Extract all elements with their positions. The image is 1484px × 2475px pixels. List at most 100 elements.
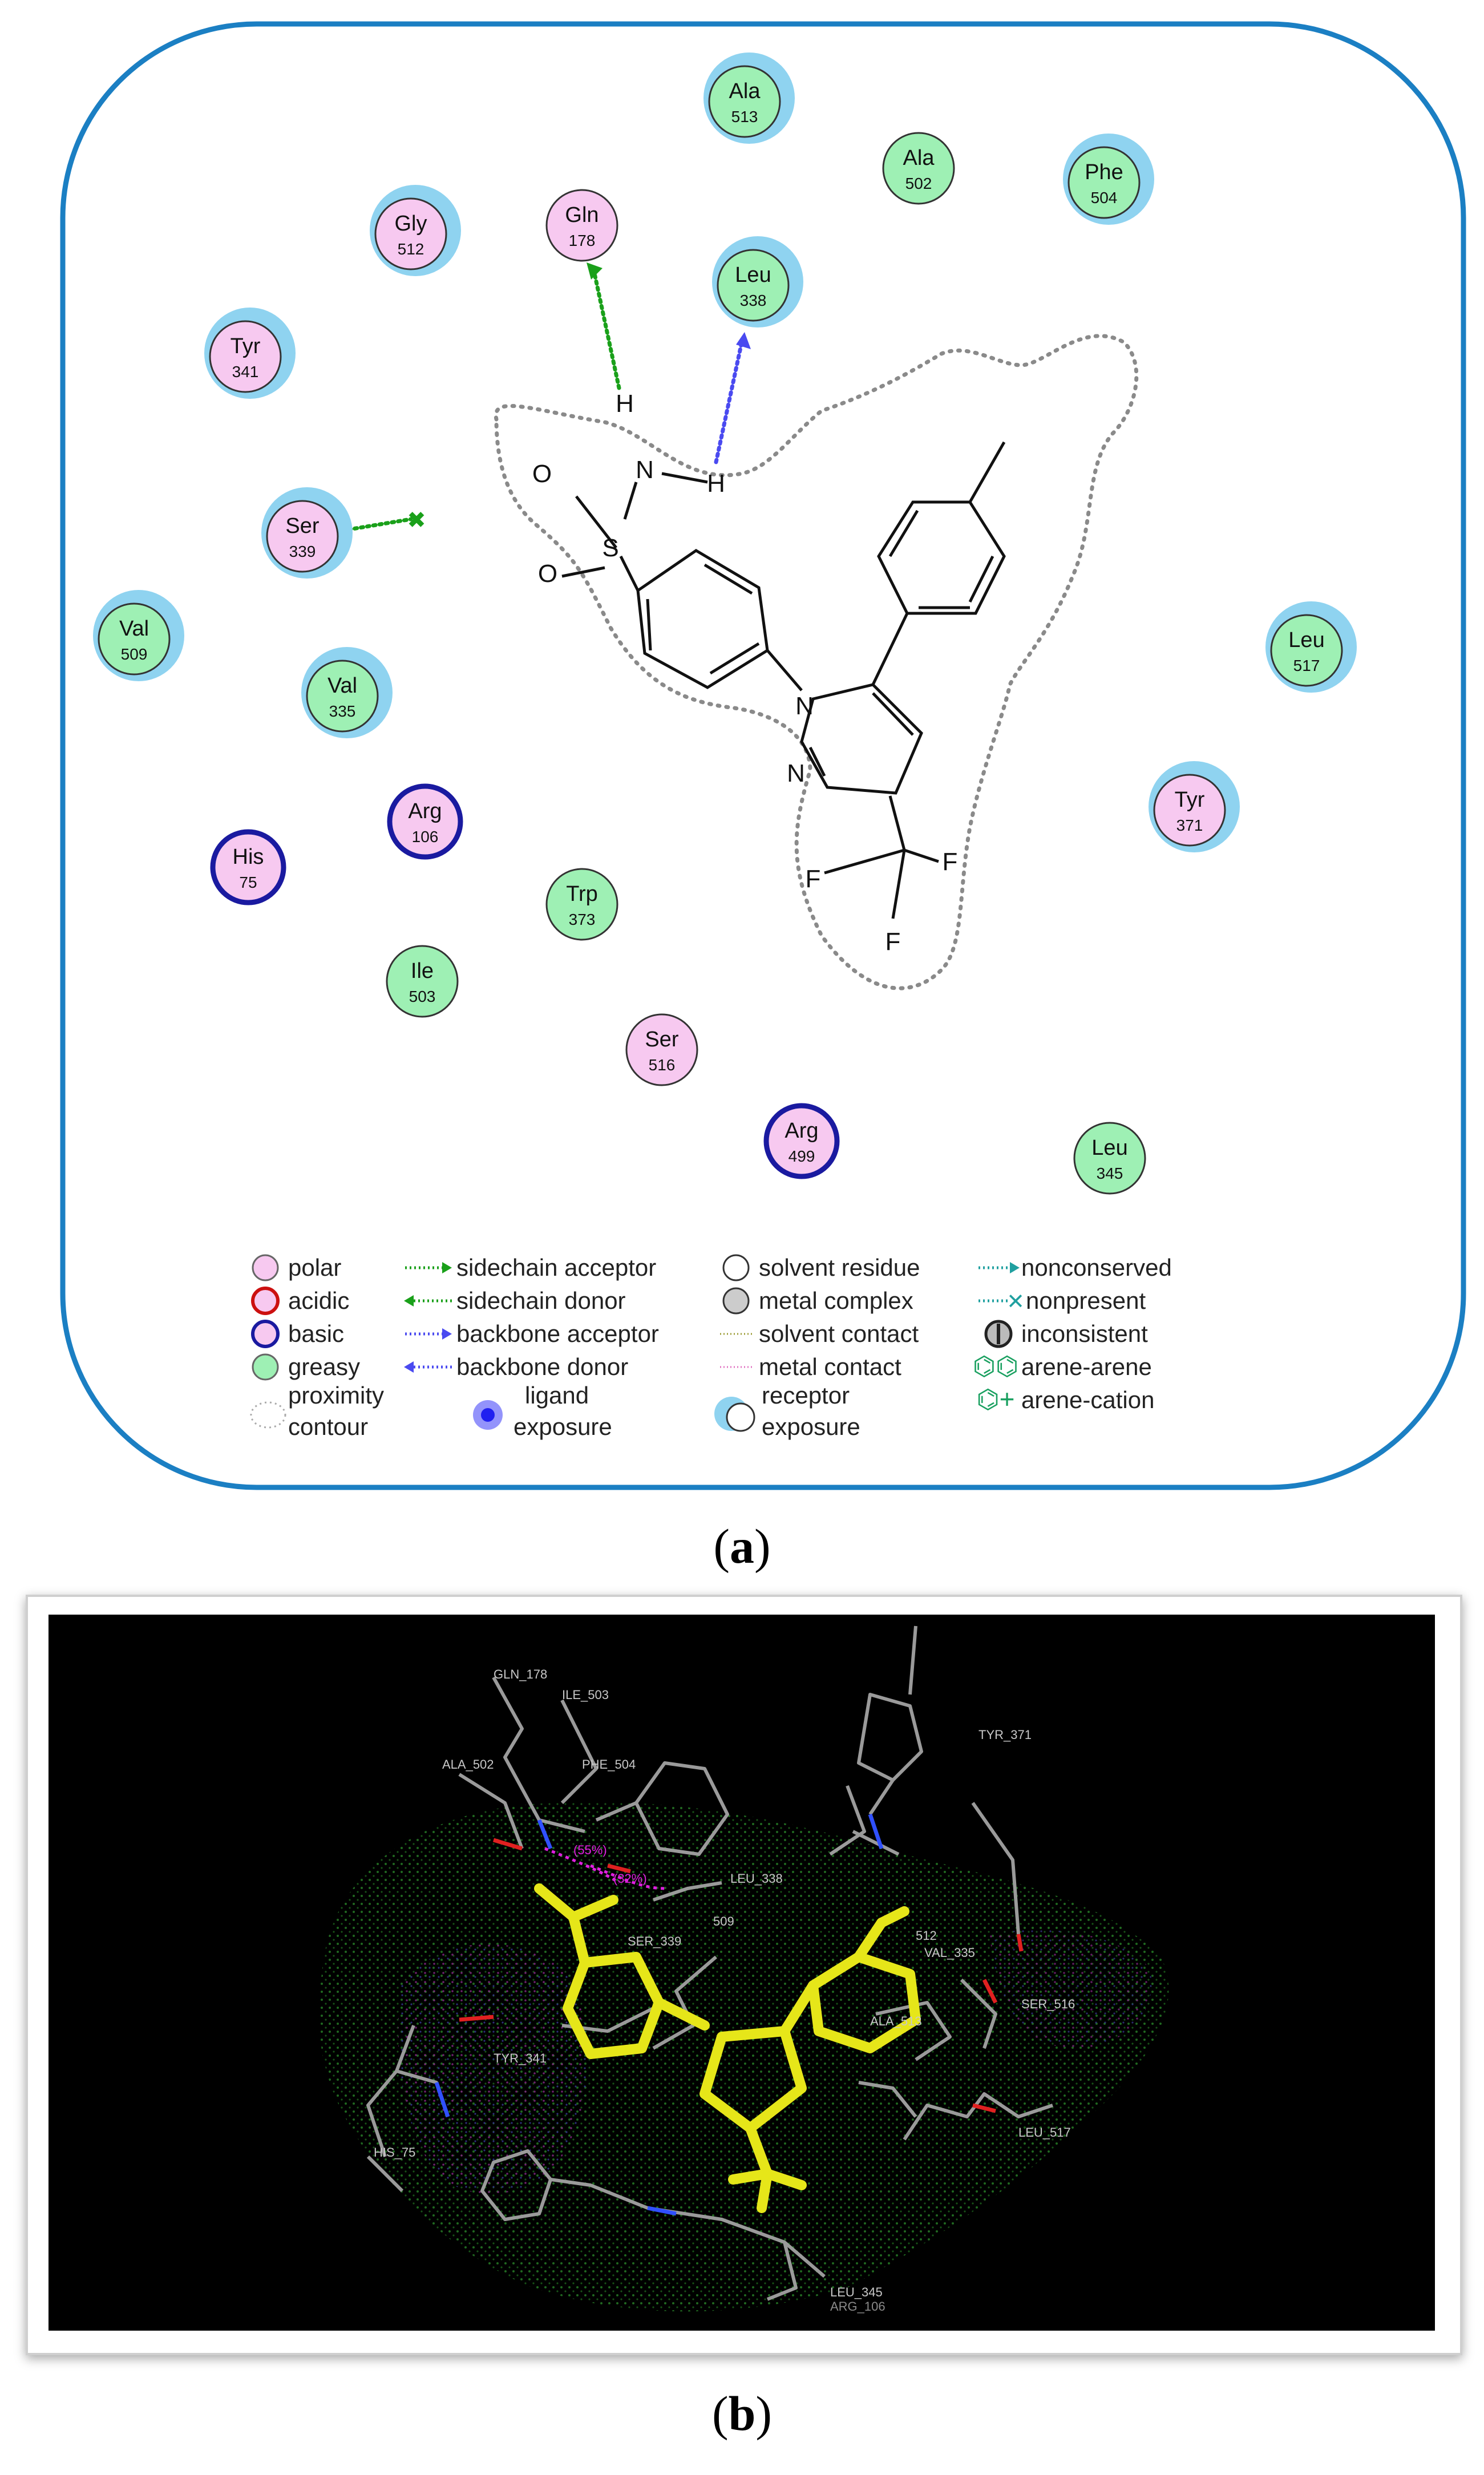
binding-surface-blue <box>990 1930 1152 2048</box>
residue-number: 513 <box>731 108 758 126</box>
residue-disc <box>708 65 781 138</box>
legend-greasy-icon <box>252 1353 279 1381</box>
legend-nonconserved-label: nonconserved <box>1021 1254 1172 1281</box>
label-leu345: LEU_345 <box>830 2285 883 2299</box>
residue-disc <box>266 500 339 573</box>
atom-n-amide: N <box>636 456 654 484</box>
legend-inconsistent-label: inconsistent <box>1021 1320 1148 1347</box>
legend-solvent-residue-icon <box>722 1254 750 1281</box>
residue-disc <box>1073 1122 1146 1195</box>
legend-receptor-exposure-label: exposure <box>762 1413 860 1440</box>
hetero-o2 <box>607 1863 631 1874</box>
residue-name: Phe <box>1085 160 1123 184</box>
residue-name: Arg <box>785 1119 818 1143</box>
residue-number: 371 <box>1176 816 1203 834</box>
legend-proximity-icon <box>250 1401 286 1429</box>
residue-name: Tyr <box>1175 788 1205 812</box>
residue-tyr-341: Tyr 341 <box>204 308 296 399</box>
label-arg106: ARG_106 <box>830 2299 885 2314</box>
label-ile503: ILE_503 <box>562 1688 609 1702</box>
nonpresent-mark-icon: ✖ <box>407 508 426 533</box>
arrowhead-gln178 <box>587 262 603 280</box>
residue-number: 509 <box>121 645 148 663</box>
label-his75: HIS_75 <box>374 2145 415 2159</box>
label-ser339: SER_339 <box>628 1934 681 1948</box>
legend-metal-complex-label: metal complex <box>759 1287 913 1314</box>
atom-s: S <box>602 534 618 562</box>
binding-surface <box>319 1802 1169 2312</box>
residue-number: 345 <box>1097 1164 1123 1182</box>
residue-number: 338 <box>740 292 767 309</box>
docking-view-3d: GLN_178 ILE_503 ALA_502 PHE_504 TYR_371 … <box>48 1615 1435 2331</box>
binding-surface-magenta <box>398 1944 588 2194</box>
residue-name: Arg <box>408 799 442 823</box>
hetero-n3 <box>868 1813 884 1850</box>
legend-bb-acceptor-arrow-icon <box>442 1328 452 1340</box>
residue-name: Ile <box>411 959 434 983</box>
diagram-frame <box>60 21 1466 1490</box>
arrowhead-leu338 <box>736 332 751 349</box>
atom-o2: O <box>538 560 557 588</box>
residue-disc <box>545 868 618 941</box>
legend-nonpresent-x-icon: ✕ <box>1006 1290 1025 1314</box>
legend-ligand-label: ligand <box>525 1382 589 1409</box>
residue-disc <box>386 945 459 1018</box>
residue-name: Trp <box>566 882 598 906</box>
legend: polar acidic basic greasy proximity cont… <box>250 1254 1172 1440</box>
residue-his-75: His 75 <box>210 829 286 905</box>
residue-name: Tyr <box>231 334 261 358</box>
residue-disc <box>1153 774 1226 847</box>
atom-h1: H <box>616 390 634 418</box>
residue-disc <box>763 1103 840 1179</box>
residue-disc <box>625 1013 698 1086</box>
label-tyr371: TYR_371 <box>978 1728 1032 1742</box>
legend-metal-contact-label: metal contact <box>759 1353 901 1380</box>
residue-number: 499 <box>788 1147 815 1165</box>
legend-ligand-exposure-label: exposure <box>513 1413 612 1440</box>
legend-proximity-label: proximity <box>288 1382 384 1409</box>
atom-h2: H <box>707 470 725 498</box>
legend-sc-acceptor-label: sidechain acceptor <box>456 1254 656 1281</box>
legend-contour-label: contour <box>288 1413 368 1440</box>
residue-name: Ser <box>285 514 319 538</box>
residue-labels: GLN_178 ILE_503 ALA_502 PHE_504 TYR_371 … <box>374 1667 1075 2314</box>
legend-nonconserved-arrow-icon <box>1010 1262 1020 1273</box>
residue-number: 504 <box>1091 189 1118 207</box>
residue-name: Ala <box>729 79 761 103</box>
hetero-o5 <box>972 2103 996 2113</box>
ligand-atoms: H N H O S O N N F F F <box>532 390 958 956</box>
residue-disc <box>306 660 379 733</box>
residue-name: His <box>233 845 264 869</box>
residue-number: 75 <box>239 873 257 891</box>
residue-disc <box>1270 614 1343 687</box>
caption-b-letter: b <box>728 2386 756 2441</box>
residue-disc <box>210 829 286 905</box>
label-ala513: ALA_513 <box>870 2014 922 2028</box>
residue-tyr-371: Tyr 371 <box>1149 761 1240 852</box>
residue-name: Val <box>119 617 149 641</box>
legend-receptor-label: receptor <box>762 1382 850 1409</box>
atom-o1: O <box>532 460 552 488</box>
residue-name: Gln <box>565 203 599 227</box>
residue-disc <box>387 783 463 860</box>
legend-ligand-exposure-core <box>481 1408 495 1422</box>
hetero-n1 <box>537 1819 553 1850</box>
residue-number: 341 <box>232 363 259 381</box>
atom-n1: N <box>795 692 814 720</box>
label-ala502: ALA_502 <box>442 1757 494 1772</box>
residue-number: 502 <box>905 175 932 192</box>
residue-disc <box>374 197 447 270</box>
legend-receptor-exposure-disc <box>726 1402 755 1432</box>
legend-sc-donor-label: sidechain donor <box>456 1287 626 1314</box>
label-512: 512 <box>916 1928 937 1943</box>
caption-b: (b) <box>711 2386 773 2441</box>
legend-basic-icon <box>251 1320 280 1348</box>
